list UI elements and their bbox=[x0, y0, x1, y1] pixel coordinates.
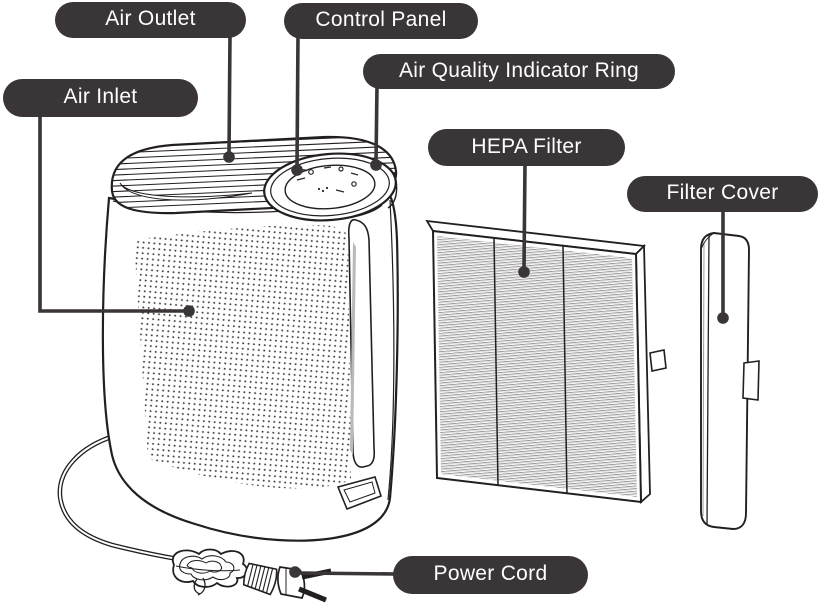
leader-dot-hepa-filter bbox=[518, 266, 530, 278]
leader-dot-air-outlet bbox=[223, 151, 235, 163]
leader-air-outlet bbox=[227, 32, 232, 158]
label-air-outlet: Air Outlet bbox=[55, 2, 246, 38]
cord-coil bbox=[171, 548, 248, 596]
leader-hepa-filter bbox=[522, 160, 527, 272]
leader-air-inlet bbox=[38, 110, 188, 313]
filter-cover-tab bbox=[742, 360, 760, 401]
filter-cover-drawing bbox=[700, 232, 760, 530]
control-panel-icons bbox=[296, 166, 359, 193]
label-filter-cover-text: Filter Cover bbox=[666, 181, 779, 204]
leader-control-panel bbox=[295, 33, 300, 170]
label-air-inlet-text: Air Inlet bbox=[63, 85, 138, 108]
leader-dot-filter-cover bbox=[717, 312, 729, 324]
hepa-filter-tab bbox=[649, 349, 667, 372]
label-control-panel: Control Panel bbox=[284, 3, 478, 39]
leader-dot-air-inlet bbox=[183, 305, 195, 317]
label-air-quality-indicator-ring-text: Air Quality Indicator Ring bbox=[398, 58, 640, 82]
label-filter-cover: Filter Cover bbox=[627, 176, 818, 212]
side-channel bbox=[336, 218, 382, 511]
label-hepa-filter-text: HEPA Filter bbox=[471, 134, 582, 158]
leader-air-quality-indicator-ring bbox=[374, 83, 379, 165]
hepa-filter-drawing bbox=[425, 219, 667, 504]
air-inlet-grille bbox=[134, 224, 351, 489]
leader-dot-air-quality-indicator-ring bbox=[370, 159, 382, 171]
label-power-cord: Power Cord bbox=[393, 556, 588, 594]
label-air-inlet: Air Inlet bbox=[3, 79, 198, 117]
leader-dot-control-panel bbox=[291, 164, 303, 176]
label-hepa-filter: HEPA Filter bbox=[428, 129, 625, 166]
leader-lines bbox=[38, 32, 729, 578]
leader-power-cord bbox=[297, 571, 397, 576]
plug-prong-bottom bbox=[298, 586, 327, 603]
leader-dot-power-cord bbox=[289, 566, 301, 578]
label-control-panel-text: Control Panel bbox=[315, 8, 447, 31]
label-air-outlet-text: Air Outlet bbox=[105, 7, 196, 30]
label-power-cord-text: Power Cord bbox=[433, 562, 548, 585]
air-purifier-body bbox=[101, 135, 399, 542]
plug-strain-relief bbox=[243, 562, 278, 596]
label-air-quality-indicator-ring: Air Quality Indicator Ring bbox=[363, 54, 675, 89]
